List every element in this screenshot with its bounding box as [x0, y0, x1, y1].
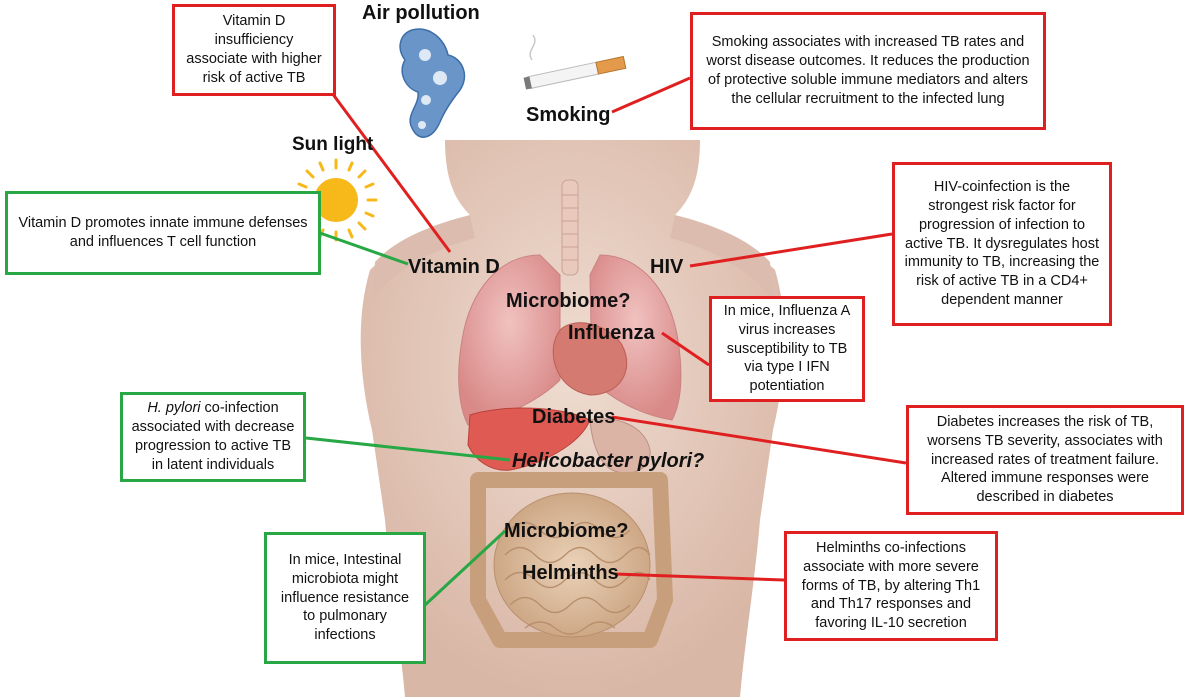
- small-intestine: [493, 492, 651, 638]
- hiv-box: HIV-coinfection is the strongest risk fa…: [892, 162, 1112, 326]
- microbiome-lung-label: Microbiome?: [506, 290, 631, 312]
- influenza-label: Influenza: [568, 322, 655, 344]
- air-pollution-label: Air pollution: [362, 2, 480, 24]
- hiv-label: HIV: [650, 256, 684, 278]
- connector-hiv: [689, 232, 893, 268]
- cigarette-icon: [523, 34, 627, 90]
- left-lung: [458, 254, 561, 426]
- microbiota-box: In mice, Intestinal microbiota might inf…: [264, 532, 426, 664]
- trachea: [561, 179, 579, 276]
- diabetes-box: Diabetes increases the risk of TB, worse…: [906, 405, 1184, 515]
- air-pollution-particle-icon: [399, 28, 466, 138]
- microbiome-gut-label: Microbiome?: [504, 520, 629, 542]
- helicobacter-label: Helicobacter pylori?: [512, 450, 705, 472]
- helminths-label: Helminths: [522, 562, 619, 584]
- smoking-label: Smoking: [526, 104, 611, 126]
- sun-light-label: Sun light: [292, 134, 374, 155]
- smoking-box: Smoking associates with increased TB rat…: [690, 12, 1046, 130]
- large-intestine: [470, 472, 673, 648]
- right-shoulder: [670, 215, 773, 300]
- hpylori-box: H. pylori co-infection associated with d…: [120, 392, 306, 482]
- connector-diabetes: [611, 415, 907, 465]
- connector-vitd-insufficiency: [330, 92, 452, 253]
- hpylori-italic: H. pylori: [147, 400, 201, 417]
- connector-smoking: [611, 76, 691, 114]
- heart: [552, 322, 628, 396]
- connector-helminths: [614, 572, 785, 582]
- helminths-box: Helminths co-infections associate with m…: [784, 531, 998, 641]
- stomach: [589, 418, 651, 474]
- connector-influenza: [661, 331, 710, 367]
- diabetes-label: Diabetes: [532, 406, 616, 428]
- connector-vitd-promotes: [319, 231, 409, 266]
- vitamin-d-label: Vitamin D: [408, 256, 500, 278]
- connector-microbiota: [423, 529, 507, 607]
- vitd-promotes-box: Vitamin D promotes innate immune defense…: [5, 191, 321, 275]
- vitd-insufficiency-box: Vitamin D insufficiency associate with h…: [172, 4, 336, 96]
- influenza-box: In mice, Influenza A virus increases sus…: [709, 296, 865, 402]
- liver: [467, 407, 591, 471]
- connector-hpylori: [305, 436, 511, 462]
- left-shoulder: [372, 215, 475, 300]
